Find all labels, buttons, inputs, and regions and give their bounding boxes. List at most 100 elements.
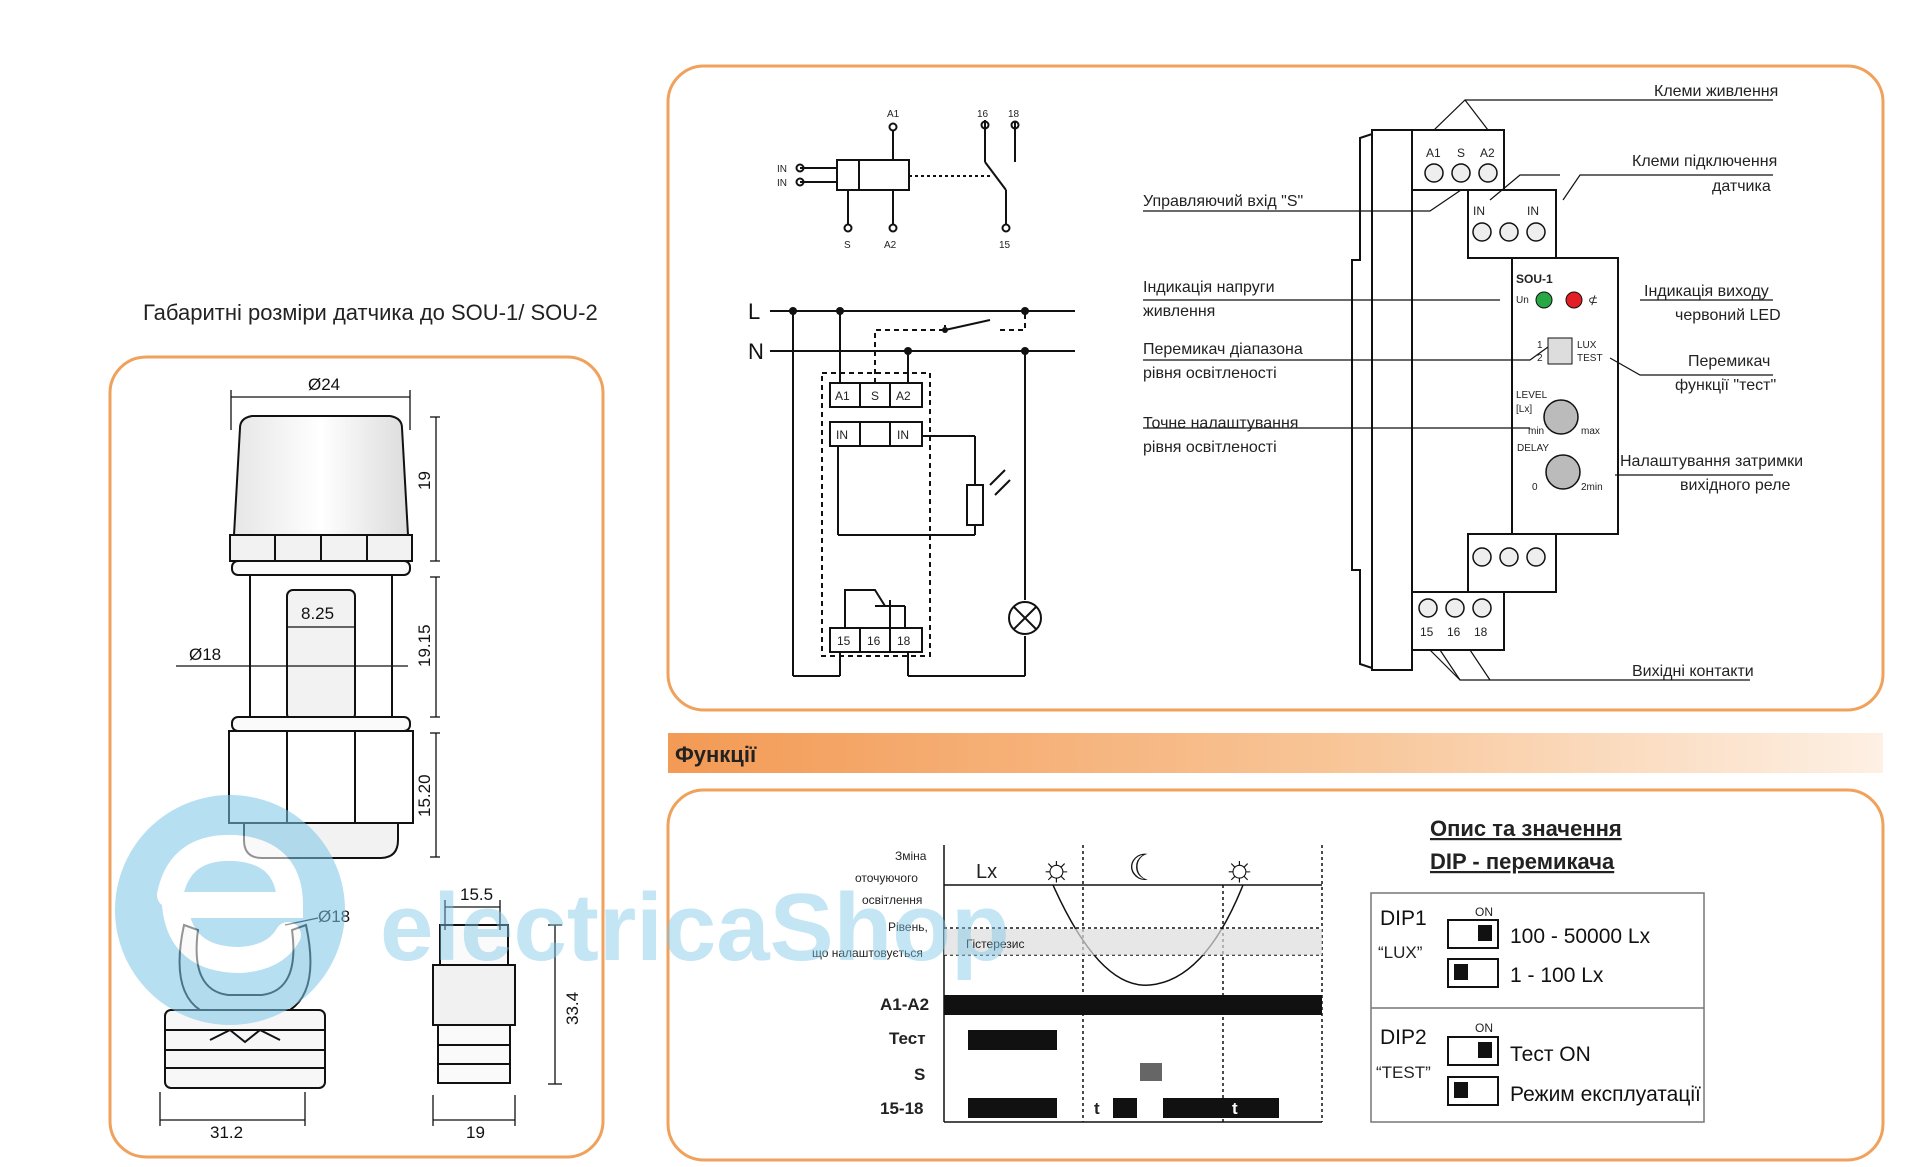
relay-symbol — [795, 120, 1020, 233]
delay-label: DELAY — [1517, 443, 1549, 454]
max-label: max — [1581, 426, 1600, 437]
callout-tochne-2: рівня освітленості — [1143, 439, 1277, 456]
zmina-3: освітлення — [862, 893, 922, 907]
row-1518: 15-18 — [880, 1099, 923, 1118]
callout-peremykach-diap-2: рівня освітленості — [1143, 365, 1277, 382]
term-18: 18 — [1474, 625, 1488, 639]
row-s: S — [914, 1065, 925, 1084]
dim-d18a: Ø18 — [189, 645, 221, 664]
level-label: LEVEL — [1516, 390, 1548, 401]
timing-bars — [944, 995, 1322, 1118]
t-label-2: t — [1232, 1099, 1238, 1118]
sym-18: 18 — [1008, 109, 1020, 120]
sun-icon-1: ☼ — [1040, 847, 1073, 888]
zmina-2: оточуючого — [855, 871, 918, 885]
sym-a1: A1 — [887, 109, 900, 120]
riven-1: Рівень, — [888, 920, 928, 934]
box-in2: IN — [897, 428, 909, 442]
callout-peremykach-diap-1: Перемикач діапазона — [1143, 341, 1303, 358]
dip-1: 1 — [1537, 340, 1543, 351]
delay-knob[interactable] — [1545, 454, 1581, 490]
moon-icon: ☾ — [1128, 847, 1160, 888]
dim-h1520: 15.20 — [415, 774, 434, 817]
box-16: 16 — [867, 634, 881, 648]
watermark-logo — [115, 795, 345, 1025]
output-led — [1565, 291, 1583, 309]
dims-panel — [108, 355, 605, 1159]
callout-klemy-pidkl-2: датчика — [1712, 178, 1771, 195]
sym-s: S — [844, 240, 851, 251]
dim-h1915: 19.15 — [415, 624, 434, 667]
row-test: Тест — [889, 1029, 926, 1048]
sym-16: 16 — [977, 109, 989, 120]
dim-h19: 19 — [415, 471, 434, 490]
power-led — [1535, 291, 1553, 309]
dip2-on: ON — [1475, 1021, 1493, 1035]
term-in2: IN — [1527, 204, 1539, 218]
box-a1: A1 — [835, 389, 850, 403]
twomin-label: 2min — [1581, 482, 1603, 493]
box-18: 18 — [897, 634, 911, 648]
dip-switch[interactable] — [1547, 337, 1573, 365]
sym-15: 15 — [999, 240, 1011, 251]
dim-h334: 33.4 — [563, 992, 582, 1025]
row-a1a2: A1-A2 — [880, 995, 929, 1014]
sun-icon-2: ☼ — [1223, 847, 1256, 888]
din-device — [1351, 129, 1619, 671]
sym-in1: IN — [777, 164, 787, 175]
dip1-opt1: 100 - 50000 Lx — [1510, 925, 1651, 948]
lx-label: [Lx] — [1516, 404, 1532, 415]
box-in1: IN — [836, 428, 848, 442]
callout-peremykach-test-1: Перемикач — [1688, 353, 1770, 370]
line-N: N — [748, 339, 764, 364]
dip-2: 2 — [1537, 353, 1543, 364]
callout-klemy-pidkl-1: Клеми підключення — [1632, 153, 1777, 170]
lux-label: LUX — [1577, 340, 1597, 351]
callout-vykhidni: Вихідні контакти — [1632, 663, 1754, 680]
dip2-sub: “TEST” — [1376, 1063, 1431, 1082]
dip1-sub: “LUX” — [1378, 943, 1423, 962]
dip-title-1: Опис та значення — [1430, 816, 1622, 841]
sym-a2: A2 — [884, 240, 897, 251]
callout-tochne-1: Точне налаштування — [1143, 415, 1298, 432]
test-label: TEST — [1577, 353, 1603, 364]
box-15: 15 — [837, 634, 851, 648]
side-clip-drawing — [432, 924, 516, 1084]
model-label: SOU-1 — [1516, 272, 1553, 286]
box-s: S — [871, 389, 879, 403]
dim-d24: Ø24 — [308, 375, 340, 394]
timing-panel — [666, 788, 1885, 1162]
callout-upravl-vkhid: Управляючий вхід "S" — [1143, 193, 1303, 210]
relay-icon: ⊄ — [1588, 293, 1598, 307]
term-a2: A2 — [1480, 146, 1495, 160]
dip1-on: ON — [1475, 905, 1493, 919]
hysteresis-label: Гістерезис — [966, 937, 1025, 951]
dim-w19: 19 — [466, 1123, 485, 1142]
zmina-1: Зміна — [895, 849, 927, 863]
callout-indyk-vykh-2: червоний LED — [1675, 307, 1781, 324]
screws — [1418, 163, 1546, 618]
dim-w155: 15.5 — [460, 885, 493, 904]
box-a2: A2 — [896, 389, 911, 403]
sensor-drawing — [228, 415, 414, 859]
term-s: S — [1457, 146, 1465, 160]
wiring-panel — [666, 64, 1885, 712]
dip2-opt1: Тест ON — [1510, 1043, 1591, 1066]
level-knob[interactable] — [1543, 399, 1579, 435]
dim-w312: 31.2 — [210, 1123, 243, 1142]
dip2-label: DIP2 — [1380, 1026, 1427, 1049]
callout-klemy-zhyvlennia: Клеми живлення — [1654, 83, 1778, 100]
dip-title-2: DIP - перемикача — [1430, 849, 1615, 874]
dip2-opt2: Режим експлуатації — [1510, 1083, 1701, 1106]
callout-indyk-napr-1: Індикація напруги — [1143, 279, 1275, 296]
sym-in2: IN — [777, 178, 787, 189]
term-16: 16 — [1447, 625, 1461, 639]
watermark-text: electricaShop — [380, 874, 1010, 981]
dimension-lines — [176, 390, 440, 858]
dip1-label: DIP1 — [1380, 907, 1427, 930]
zero-label: 0 — [1532, 482, 1538, 493]
term-a1: A1 — [1426, 146, 1441, 160]
callout-indyk-napr-2: живлення — [1143, 303, 1215, 320]
callout-indyk-vykh-1: Індикація виходу — [1644, 283, 1769, 300]
callout-peremykach-test-2: функції "тест" — [1675, 377, 1776, 394]
